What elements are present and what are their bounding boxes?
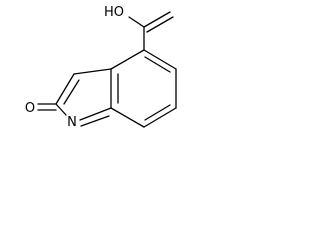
bond-c2-n bbox=[55, 103, 67, 116]
carboxyl-oh-label: HO bbox=[104, 5, 124, 20]
bond-c6-c7-inner bbox=[144, 104, 171, 121]
carbonyl-oxygen-label: O bbox=[25, 101, 35, 116]
bond-n-c7a bbox=[79, 107, 112, 121]
bond-c3-c2-double bbox=[63, 79, 80, 105]
bond-cooh-oh bbox=[128, 16, 145, 28]
bond-c6-c7 bbox=[143, 107, 177, 128]
bond-cooh-o bbox=[143, 11, 171, 28]
bond-c3a-c4 bbox=[110, 49, 145, 70]
ring-nitrogen-label: N bbox=[67, 115, 77, 130]
bond-n-c7a-double bbox=[80, 115, 110, 127]
bond-c7-c7a bbox=[110, 107, 145, 128]
bond-c3a-c3 bbox=[73, 68, 112, 75]
bond-c3-c2 bbox=[55, 73, 75, 105]
bond-cooh-o-double bbox=[146, 16, 174, 33]
bond-c4-c5 bbox=[143, 49, 177, 70]
chemical-structure: HO O N bbox=[25, 5, 177, 130]
bond-c4-c5-inner bbox=[144, 56, 171, 73]
